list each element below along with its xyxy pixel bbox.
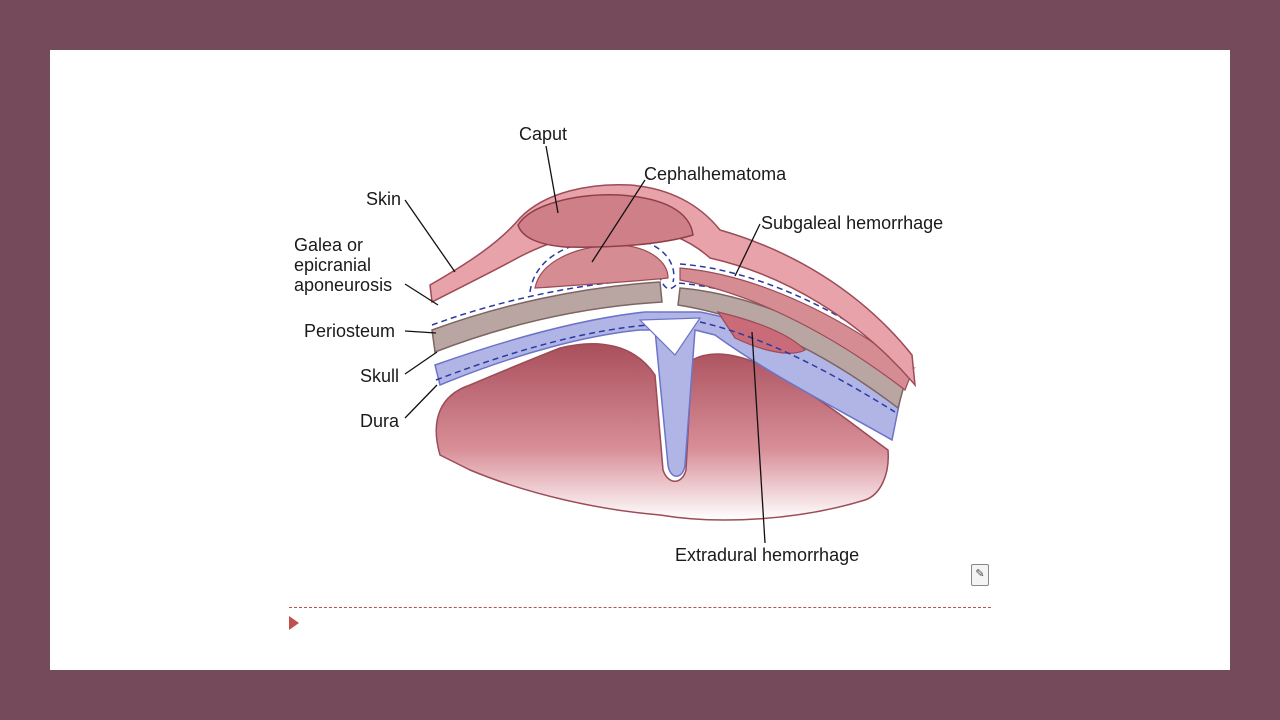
leader-lines <box>404 145 766 544</box>
label-subgaleal: Subgaleal hemorrhage <box>761 213 943 233</box>
label-galea-3: aponeurosis <box>294 275 392 295</box>
label-galea-1: Galea or <box>294 235 363 255</box>
label-caput: Caput <box>519 124 567 144</box>
slide-divider <box>289 607 991 608</box>
subgaleal-hemorrhage <box>679 267 913 391</box>
cephalhematoma-dashed <box>529 237 675 293</box>
cephalhematoma-region <box>534 244 669 289</box>
label-extradural: Extradural hemorrhage <box>675 545 859 565</box>
label-skin: Skin <box>366 189 401 209</box>
label-cephalhematoma: Cephalhematoma <box>644 164 787 184</box>
falx-gap <box>638 317 702 356</box>
triangle-bullet-icon <box>289 616 299 630</box>
dura-dashed <box>435 321 896 413</box>
subgaleal-dashed <box>679 263 916 369</box>
label-skull: Skull <box>360 366 399 386</box>
caput-region <box>517 194 694 248</box>
label-dura: Dura <box>360 411 400 431</box>
skull-left <box>431 281 663 354</box>
label-galea-2: epicranial <box>294 255 371 275</box>
settings-icon[interactable]: ✎ <box>971 564 989 586</box>
label-periosteum: Periosteum <box>304 321 395 341</box>
